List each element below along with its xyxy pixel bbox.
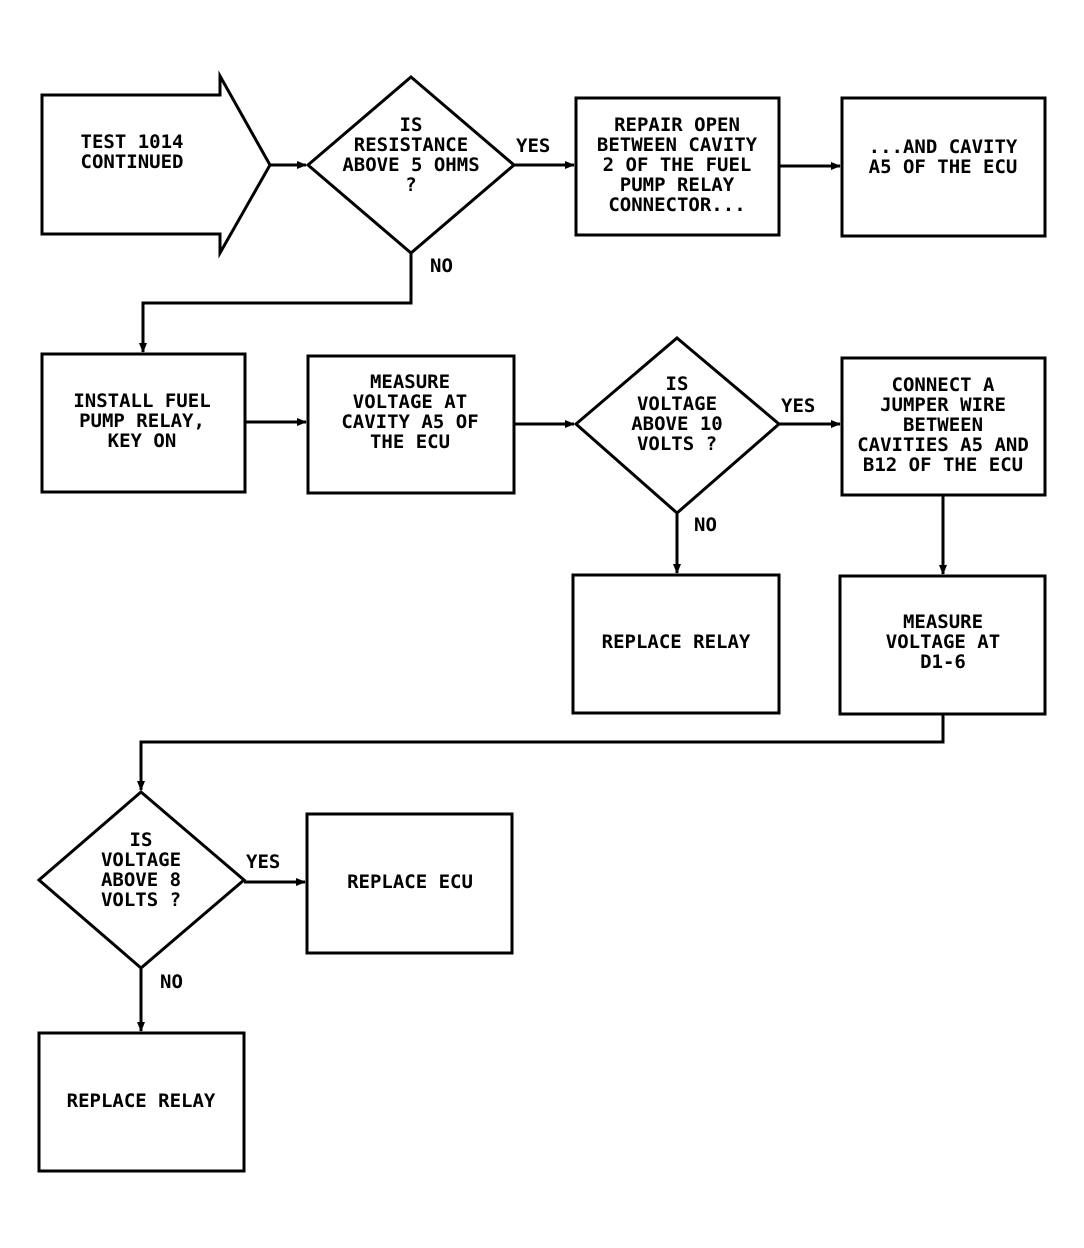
node-text-line: TEST 1014 [81, 131, 184, 153]
node-text-line: IS [400, 114, 423, 136]
node-text-line: JUMPER WIRE [880, 394, 1006, 416]
node-text-line: RESISTANCE [354, 134, 468, 156]
node-text-line: VOLTS ? [637, 433, 717, 455]
node-text-line: 2 OF THE FUEL [603, 154, 752, 176]
connector-resistance-no [139, 253, 413, 353]
jumper-box [840, 356, 1047, 497]
branch-label-yes-3: YES [246, 851, 280, 873]
node-text-line: IS [666, 373, 689, 395]
node-text-line: CONNECT A [892, 374, 996, 396]
node-text-line: REPLACE ECU [347, 871, 473, 893]
node-text-line: CAVITY A5 OF [341, 411, 478, 433]
branch-label-no-1: NO [430, 255, 453, 277]
node-text-line: IS [130, 829, 153, 851]
node-text-line: VOLTAGE AT [886, 631, 1000, 653]
node-text-line: INSTALL FUEL [73, 390, 210, 412]
cavity-a5-box [840, 96, 1047, 238]
node-text-line: VOLTAGE [101, 849, 181, 871]
node-text-line: THE ECU [370, 431, 450, 453]
node-text-line: REPLACE RELAY [602, 631, 751, 653]
replace-relay-box-1 [571, 573, 781, 715]
node-text-line: REPLACE RELAY [67, 1090, 216, 1112]
start-arrow-shape [40, 70, 272, 259]
node-text-line: ...AND CAVITY [869, 136, 1018, 158]
replace-relay-label-2: REPLACE RELAY [67, 1090, 216, 1112]
node-text-line: VOLTAGE [637, 393, 717, 415]
branch-label-no-2: NO [694, 514, 717, 536]
branch-label-yes-1: YES [516, 135, 550, 157]
node-text-line: PUMP RELAY, [79, 410, 205, 432]
measure-a5-box [306, 354, 516, 495]
repair-open-box [574, 96, 781, 237]
node-text-line: CONTINUED [81, 151, 184, 173]
node-text-line: B12 OF THE ECU [863, 454, 1023, 476]
node-text-line: MEASURE [903, 611, 983, 633]
node-text-line: D1-6 [920, 651, 966, 673]
node-text-line: VOLTAGE AT [353, 391, 467, 413]
node-text-line: PUMP RELAY [620, 174, 735, 196]
node-text-line: VOLTS ? [101, 889, 181, 911]
node-text-line: ABOVE 10 [631, 413, 723, 435]
node-text-line: REPAIR OPEN [614, 114, 740, 136]
node-text-line: CAVITIES A5 AND [857, 434, 1029, 456]
node-text-line: CONNECTOR... [608, 194, 745, 216]
branch-label-yes-2: YES [781, 395, 815, 417]
node-text-line: ABOVE 8 [101, 869, 181, 891]
branch-label-no-3: NO [160, 971, 183, 993]
replace-relay-label-1: REPLACE RELAY [602, 631, 751, 653]
node-text-line: BETWEEN CAVITY [597, 134, 758, 156]
node-text-line: MEASURE [370, 371, 450, 393]
node-text-line: KEY ON [108, 430, 177, 452]
node-text-line: BETWEEN [903, 414, 983, 436]
replace-ecu-box [305, 812, 514, 955]
node-text-line: ABOVE 5 OHMS [342, 154, 479, 176]
replace-relay-box-2 [37, 1031, 246, 1173]
node-text-line: A5 OF THE ECU [869, 156, 1018, 178]
connector-measure-d1-to-voltage8 [137, 714, 945, 791]
node-text-line: ? [405, 174, 416, 196]
measure-d1-box [838, 574, 1047, 716]
replace-ecu-label: REPLACE ECU [347, 871, 473, 893]
